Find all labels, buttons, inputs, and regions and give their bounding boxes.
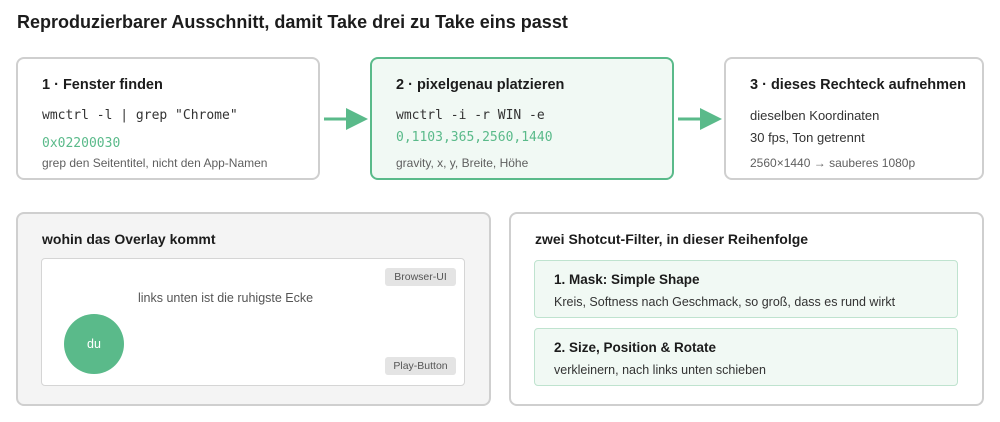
filters-panel: zwei Shotcut-Filter, in dieser Reihenfol… (509, 212, 984, 406)
overlay-panel: wohin das Overlay kommt Browser-UI links… (16, 212, 491, 406)
filter-desc: Kreis, Softness nach Geschmack, so groß,… (554, 295, 896, 309)
filter-item: 2. Size, Position & Rotate verkleinern, … (534, 328, 958, 386)
play-button-badge: Play-Button (385, 357, 456, 375)
step-hint: gravity, x, y, Breite, Höhe (396, 156, 529, 170)
command-text: wmctrl -i -r WIN -e (396, 108, 545, 123)
step-hint: grep den Seitentitel, nicht den App-Name… (42, 156, 268, 170)
step-title: 3 · dieses Rechteck aufnehmen (750, 77, 966, 93)
overlay-note: links unten ist die ruhigste Ecke (138, 291, 314, 305)
arrow-right-icon (678, 108, 722, 130)
panel-title: zwei Shotcut-Filter, in dieser Reihenfol… (535, 231, 809, 247)
step-title: 2 · pixelgenau platzieren (396, 77, 565, 93)
step-line: 30 fps, Ton getrennt (750, 130, 865, 145)
filter-item: 1. Mask: Simple Shape Kreis, Softness na… (534, 260, 958, 318)
page-title: Reproduzierbarer Ausschnitt, damit Take … (17, 12, 568, 32)
command-text: wmctrl -l | grep "Chrome" (42, 108, 238, 123)
step-hint: 2560×1440 → sauberes 1080p (750, 156, 916, 170)
filter-name: 1. Mask: Simple Shape (554, 272, 700, 287)
step-card-place-window: 2 · pixelgenau platzieren wmctrl -i -r W… (370, 57, 674, 180)
step-title: 1 · Fenster finden (42, 77, 163, 93)
filter-desc: verkleinern, nach links unten schieben (554, 363, 766, 377)
command-result: 0,1103,365,2560,1440 (396, 130, 553, 145)
command-result: 0x02200030 (42, 136, 121, 151)
avatar: du (64, 314, 124, 374)
step-line: dieselben Koordinaten (750, 108, 880, 123)
step-card-find-window: 1 · Fenster finden wmctrl -l | grep "Chr… (16, 57, 320, 180)
arrow-right-icon (324, 108, 368, 130)
filter-name: 2. Size, Position & Rotate (554, 340, 717, 355)
browser-ui-badge: Browser-UI (385, 268, 456, 286)
screen-preview: Browser-UI links unten ist die ruhigste … (41, 258, 465, 386)
step-card-record-rect: 3 · dieses Rechteck aufnehmen dieselben … (724, 57, 984, 180)
panel-title: wohin das Overlay kommt (42, 231, 216, 247)
